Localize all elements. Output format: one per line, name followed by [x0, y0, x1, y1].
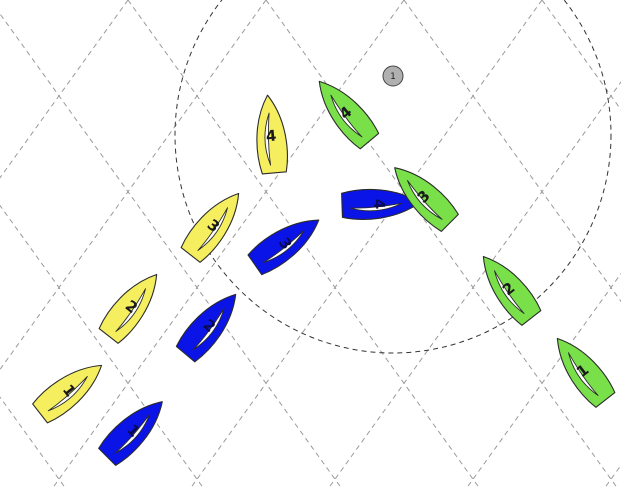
boat-sail: [330, 94, 363, 138]
boat-blue-3: 3: [247, 219, 320, 276]
boat-green-3: 3: [394, 167, 459, 232]
boat-position-number: 4: [370, 199, 388, 210]
grid-line: [190, 0, 543, 487]
boat-blue-1: 1: [98, 401, 163, 466]
grid-line: [541, 0, 621, 111]
boat-yellow-2: 2: [98, 273, 158, 344]
boat-hull: [180, 192, 240, 263]
boat-hull: [556, 337, 616, 408]
boat-yellow-4: 4: [256, 94, 288, 175]
boat-hull: [482, 255, 542, 326]
boat-sail: [264, 112, 272, 166]
grid-line: [0, 0, 267, 371]
boat-hull: [175, 293, 237, 363]
boat-blue-4: 4: [341, 188, 421, 220]
mark: 1: [382, 65, 404, 87]
grid-line: [0, 0, 129, 179]
boat-sail: [114, 413, 151, 454]
boat-sail: [262, 229, 305, 264]
boat-hull: [256, 94, 288, 175]
boat-green-2: 2: [482, 255, 542, 326]
boat-green-1: 1: [556, 337, 616, 408]
grid-line: [52, 0, 405, 487]
boat-sail: [406, 179, 443, 220]
boat-hull: [98, 273, 158, 344]
grid-line: [0, 13, 342, 487]
mark-buoy: [382, 65, 404, 87]
boat-hull: [394, 167, 459, 232]
boat-sail: [47, 376, 88, 412]
mark-label: 1: [390, 72, 396, 82]
boat-yellow-3: 3: [180, 192, 240, 263]
grid-line: [328, 81, 621, 487]
boat-sail: [494, 270, 525, 314]
boat-yellow-1: 1: [32, 364, 103, 424]
boat-hull: [98, 401, 163, 466]
boat-sail: [115, 288, 146, 332]
grid-line: [0, 204, 204, 487]
grid-line: [403, 0, 621, 303]
boat-green-4: 4: [318, 80, 380, 150]
zone-circle: [174, 0, 612, 354]
boat-sail: [197, 207, 228, 251]
boat-blue-2: 2: [175, 293, 237, 363]
boat-sail: [568, 352, 599, 396]
boat-hull: [341, 188, 421, 220]
boat-sail: [349, 202, 403, 212]
boat-position-number: 4: [265, 127, 277, 146]
boat-hull: [318, 80, 380, 150]
boat-sail: [192, 307, 225, 351]
grid-line: [265, 0, 618, 487]
